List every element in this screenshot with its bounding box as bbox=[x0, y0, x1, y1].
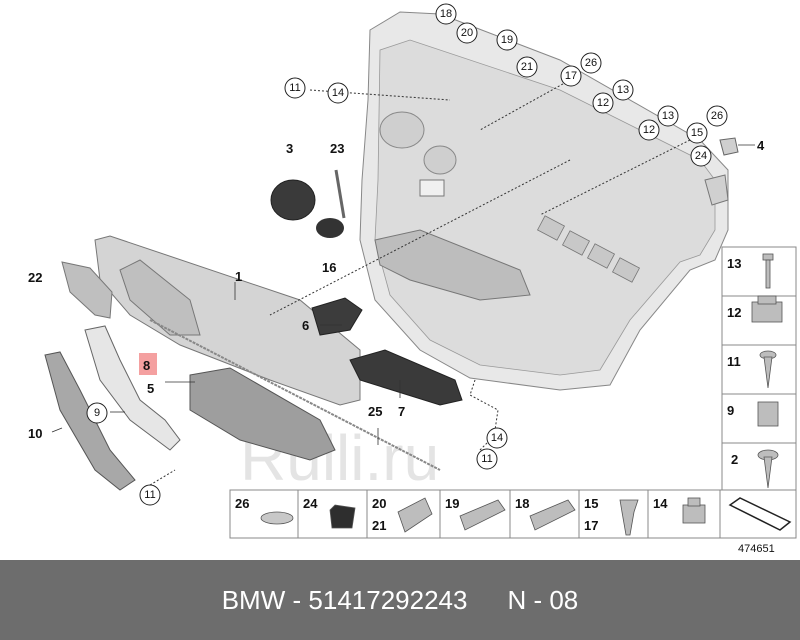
callout-13a: 13 bbox=[612, 79, 634, 101]
svg-text:18: 18 bbox=[440, 8, 452, 20]
callout-12b: 12 bbox=[638, 119, 660, 141]
side-legend-11: 11 bbox=[727, 354, 741, 369]
part-7-shape bbox=[349, 349, 463, 406]
svg-text:14: 14 bbox=[332, 87, 344, 99]
label-5: 5 bbox=[147, 381, 154, 396]
label-22: 22 bbox=[28, 270, 42, 285]
svg-text:13: 13 bbox=[617, 84, 629, 96]
bottom-legend: 26 24 20 21 19 18 15 17 14 474651 bbox=[229, 489, 797, 555]
callout-21: 21 bbox=[516, 56, 538, 78]
part-4-shape bbox=[719, 137, 739, 156]
svg-text:26: 26 bbox=[711, 110, 723, 122]
svg-text:20: 20 bbox=[461, 27, 473, 39]
callout-26b: 26 bbox=[706, 105, 728, 127]
part-10-shape bbox=[44, 351, 136, 491]
svg-text:24: 24 bbox=[695, 150, 707, 162]
diagram-number: 474651 bbox=[738, 543, 775, 555]
bottom-legend-19: 19 bbox=[445, 496, 459, 511]
part-22-shape bbox=[61, 261, 113, 319]
callout-12a: 12 bbox=[592, 92, 614, 114]
side-legend-13: 13 bbox=[727, 256, 741, 271]
part-3-shape bbox=[270, 179, 316, 221]
part-6-shape bbox=[311, 297, 363, 336]
svg-text:11: 11 bbox=[144, 489, 155, 501]
footer-bar: BMW - 51417292243 N - 08 bbox=[0, 560, 800, 640]
part-23-shape bbox=[334, 169, 346, 219]
svg-text:17: 17 bbox=[565, 70, 577, 82]
leader-lines bbox=[51, 79, 755, 486]
svg-text:12: 12 bbox=[597, 97, 609, 109]
side-legend-2: 2 bbox=[731, 452, 738, 467]
part-16-shape bbox=[316, 218, 344, 238]
label-23: 23 bbox=[330, 141, 344, 156]
callout-19: 19 bbox=[496, 29, 518, 51]
bottom-legend-15: 15 bbox=[584, 496, 598, 511]
callout-11b: 11 bbox=[476, 448, 498, 470]
label-10: 10 bbox=[28, 426, 42, 441]
highlighted-label-8: 8 bbox=[139, 353, 157, 375]
svg-text:11: 11 bbox=[481, 453, 492, 465]
callout-13b: 13 bbox=[657, 105, 679, 127]
bottom-legend-17: 17 bbox=[584, 518, 598, 533]
svg-text:8: 8 bbox=[143, 358, 150, 373]
footer-brand: BMW bbox=[221, 584, 286, 615]
footer-dash: - bbox=[292, 584, 302, 615]
callout-9: 9 bbox=[86, 402, 108, 424]
label-6: 6 bbox=[302, 318, 309, 333]
footer-section: N - 08 bbox=[507, 584, 579, 615]
svg-text:14: 14 bbox=[491, 432, 503, 444]
callout-14b: 14 bbox=[486, 427, 508, 449]
door-panel bbox=[359, 11, 729, 391]
bold-labels: 3 23 16 4 22 1 6 5 7 25 10 bbox=[28, 138, 765, 441]
bottom-legend-20: 20 bbox=[372, 496, 386, 511]
label-16: 16 bbox=[322, 260, 336, 275]
callouts: 18 20 19 21 17 26 11 14 12 13 12 13 15 2… bbox=[86, 3, 728, 506]
callout-18: 18 bbox=[435, 3, 457, 25]
callout-14a: 14 bbox=[327, 82, 349, 104]
side-legend-12: 12 bbox=[727, 305, 741, 320]
callout-11c: 11 bbox=[139, 484, 161, 506]
part-25-shape bbox=[149, 319, 441, 471]
svg-text:11: 11 bbox=[289, 82, 300, 94]
side-legend: 13 12 11 9 2 bbox=[721, 246, 797, 498]
svg-text:15: 15 bbox=[691, 127, 703, 139]
label-7: 7 bbox=[398, 404, 405, 419]
part-8-shape bbox=[84, 325, 181, 451]
svg-text:21: 21 bbox=[521, 61, 533, 73]
label-4: 4 bbox=[757, 138, 765, 153]
callout-15: 15 bbox=[686, 122, 708, 144]
bottom-legend-21: 21 bbox=[372, 518, 386, 533]
part-5-shape bbox=[189, 367, 336, 461]
callout-11a: 11 bbox=[284, 77, 306, 99]
callout-17a: 17 bbox=[560, 65, 582, 87]
callout-20: 20 bbox=[456, 22, 478, 44]
svg-text:12: 12 bbox=[643, 124, 655, 136]
label-1: 1 bbox=[235, 269, 242, 284]
bottom-legend-26: 26 bbox=[235, 496, 249, 511]
svg-text:26: 26 bbox=[585, 57, 597, 69]
bottom-legend-24: 24 bbox=[303, 496, 318, 511]
svg-text:13: 13 bbox=[662, 110, 674, 122]
svg-text:19: 19 bbox=[501, 34, 513, 46]
label-25: 25 bbox=[368, 404, 382, 419]
callout-24: 24 bbox=[690, 145, 712, 167]
side-legend-9: 9 bbox=[727, 403, 734, 418]
svg-text:9: 9 bbox=[94, 407, 100, 419]
parts-diagram: Rulli.ru bbox=[28, 3, 797, 555]
label-3: 3 bbox=[286, 141, 293, 156]
footer-part-number: 51417292243 bbox=[308, 584, 468, 615]
bottom-legend-14: 14 bbox=[653, 496, 668, 511]
callout-26a: 26 bbox=[580, 52, 602, 74]
bottom-legend-18: 18 bbox=[515, 496, 529, 511]
